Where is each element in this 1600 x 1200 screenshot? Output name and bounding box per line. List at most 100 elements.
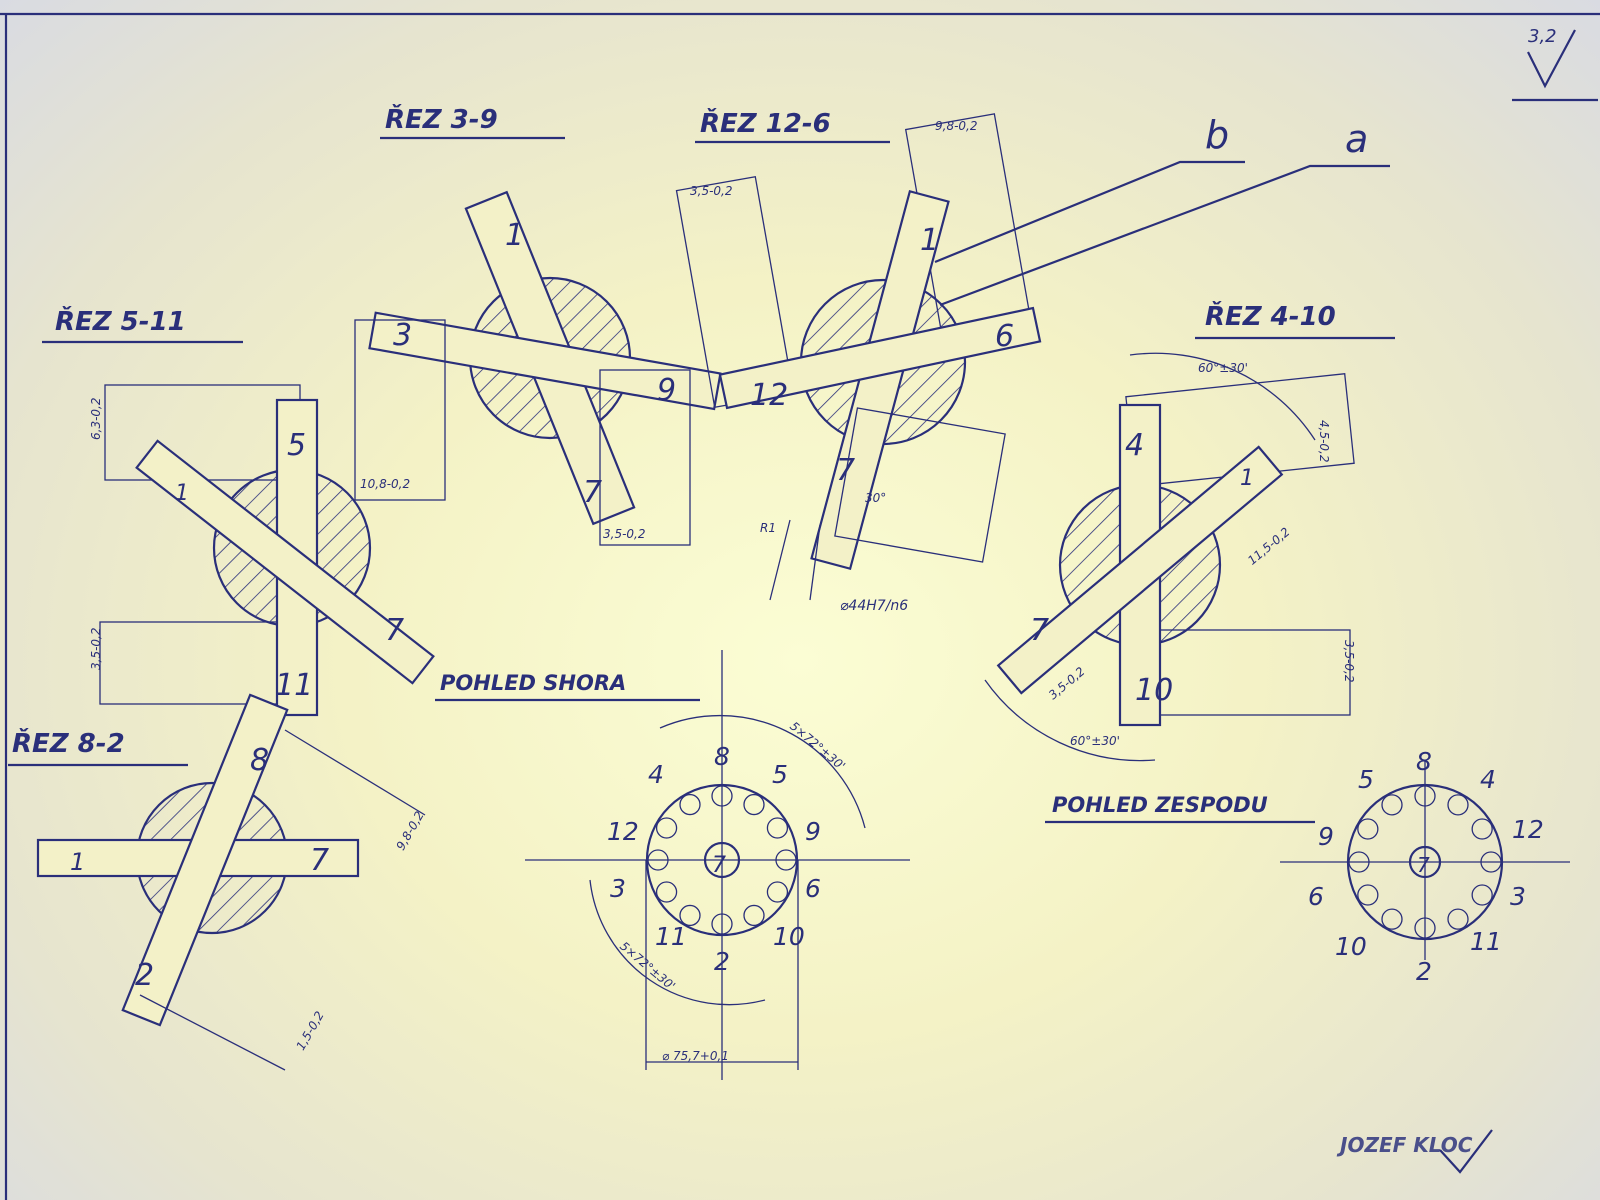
section-title-4-10: ŘEZ 4-10 bbox=[1205, 300, 1336, 332]
part-number-1: 1 bbox=[175, 481, 189, 506]
pin-1-7 bbox=[135, 439, 435, 685]
part-number-7: 7 bbox=[712, 853, 726, 878]
dimension-label: 3,5-0,2 bbox=[603, 527, 646, 541]
dimension-label: 3,5-0,2 bbox=[1342, 640, 1356, 683]
angle-arc bbox=[589, 879, 766, 1006]
dimension-line bbox=[769, 519, 791, 601]
signature-mark: JOZEF KLOC bbox=[1336, 1129, 1493, 1174]
center-bore bbox=[703, 841, 741, 879]
dimension-label: 6,3-0,2 bbox=[89, 398, 103, 441]
hole-pattern bbox=[1348, 785, 1502, 939]
view-number-9: 9 bbox=[805, 817, 821, 846]
hole bbox=[1357, 818, 1379, 840]
dimension-box bbox=[599, 369, 691, 546]
hole bbox=[1414, 917, 1436, 939]
signature-text: JOZEF KLOC bbox=[1336, 1133, 1473, 1157]
hole bbox=[743, 904, 765, 927]
hub-outline bbox=[645, 783, 799, 937]
dimension-line bbox=[139, 994, 286, 1071]
roughness-value: 3,2 bbox=[1528, 26, 1557, 47]
center-bore bbox=[1408, 845, 1442, 879]
part-number-4: 4 bbox=[1125, 428, 1144, 463]
part-number-7: 7 bbox=[836, 453, 855, 488]
hole bbox=[647, 849, 669, 871]
dimension-label: 4,5-0,2 bbox=[1317, 420, 1331, 463]
part-number-8: 8 bbox=[250, 743, 269, 778]
part-number-2: 2 bbox=[135, 958, 154, 993]
view-number-5: 5 bbox=[1358, 765, 1374, 794]
dimension-label: 9,8-0,2 bbox=[935, 119, 978, 133]
dimension-label: 60°±30' bbox=[1198, 361, 1248, 375]
section-title-8-2: ŘEZ 8-2 bbox=[12, 727, 125, 759]
leader-label-a: a bbox=[1345, 117, 1368, 161]
hole bbox=[1381, 794, 1403, 816]
dimension-label: R1 bbox=[760, 521, 776, 535]
roughness-symbol: 3,2 bbox=[1512, 26, 1598, 102]
view-number-8: 8 bbox=[1416, 747, 1432, 776]
part-number-1: 1 bbox=[920, 223, 939, 258]
section-3-9: 1 3 9 7 10,8-0,2 3,5-0,2 bbox=[354, 190, 722, 546]
hole bbox=[711, 913, 733, 935]
view-number-11: 11 bbox=[655, 922, 687, 951]
dimension-box bbox=[104, 384, 301, 481]
dimension-line bbox=[809, 524, 821, 601]
leader-label-b: b bbox=[1205, 113, 1229, 157]
view-number-10: 10 bbox=[773, 922, 805, 951]
part-number-3: 3 bbox=[393, 318, 412, 353]
section-title-3-9: ŘEZ 3-9 bbox=[385, 103, 498, 135]
dimension-box bbox=[1149, 629, 1351, 716]
hole bbox=[711, 785, 733, 807]
hole bbox=[1480, 851, 1502, 873]
hole bbox=[775, 849, 797, 871]
hole bbox=[1471, 818, 1493, 840]
section-5-11: 5 1 7 11 6,3-0,2 3,5-0,2 bbox=[89, 384, 435, 717]
part-number-7: 7 bbox=[1030, 613, 1049, 648]
angle-arc bbox=[659, 714, 866, 829]
dimension-line bbox=[284, 729, 426, 816]
dimension-label: 3,5-0,2 bbox=[690, 184, 733, 198]
view-number-2: 2 bbox=[714, 947, 730, 976]
view-number-12: 12 bbox=[1512, 815, 1544, 844]
dimension-label: 9,8-0,2 bbox=[393, 809, 426, 853]
hole bbox=[1447, 794, 1469, 816]
part-number-7: 7 bbox=[310, 843, 329, 878]
pin-8-2 bbox=[121, 693, 289, 1027]
view-number-3: 3 bbox=[610, 874, 626, 903]
dimension-box bbox=[99, 621, 291, 705]
dimension-label: ⌀ 75,7+0,1 bbox=[662, 1049, 729, 1063]
part-number-1: 1 bbox=[1240, 466, 1254, 491]
part-number-11: 11 bbox=[275, 668, 313, 703]
hole bbox=[1471, 884, 1493, 906]
hole bbox=[1381, 908, 1403, 930]
dimension-box bbox=[354, 319, 446, 501]
hole bbox=[655, 817, 678, 839]
part-number-1: 1 bbox=[505, 218, 524, 253]
dimension-label: 3,5-0,2 bbox=[1046, 664, 1088, 702]
dimension-label: 30° bbox=[865, 491, 886, 505]
hub-outline bbox=[1346, 783, 1504, 941]
part-number-1: 1 bbox=[70, 848, 85, 876]
bottom-view: 7 8 5 4 9 12 6 3 10 11 2 bbox=[1280, 747, 1570, 986]
view-number-12: 12 bbox=[607, 817, 639, 846]
part-number-9: 9 bbox=[657, 373, 676, 408]
dimension-label: 11,5-0,2 bbox=[1245, 525, 1292, 568]
part-number-12: 12 bbox=[750, 378, 788, 413]
dimension-label: 1,5-0,2 bbox=[293, 1009, 326, 1053]
hole-pattern bbox=[647, 785, 797, 935]
part-number-7: 7 bbox=[1417, 853, 1430, 877]
part-number-5: 5 bbox=[287, 428, 306, 463]
section-8-2: 8 1 7 2 9,8-0,2 1,5-0,2 bbox=[36, 693, 427, 1071]
view-number-2: 2 bbox=[1416, 957, 1432, 986]
part-number-7: 7 bbox=[385, 613, 404, 648]
dimension-label: 5×72°±30' bbox=[787, 719, 848, 773]
pin-12-6 bbox=[718, 306, 1042, 410]
hole bbox=[766, 881, 789, 903]
hole bbox=[679, 904, 701, 927]
hole bbox=[1414, 785, 1436, 807]
view-number-6: 6 bbox=[805, 874, 821, 903]
leader-line-a bbox=[939, 164, 1390, 307]
view-number-9: 9 bbox=[1318, 822, 1334, 851]
view-number-11: 11 bbox=[1470, 927, 1502, 956]
hole bbox=[679, 793, 701, 816]
